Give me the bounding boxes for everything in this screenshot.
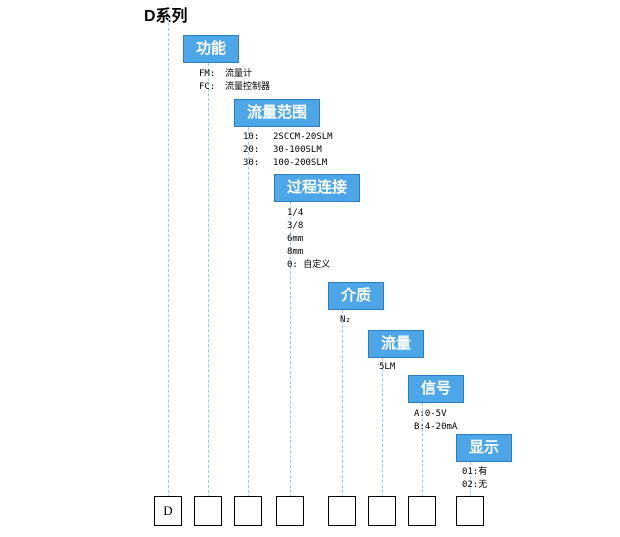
connector-line-2 [248, 127, 249, 498]
category-node-3[interactable]: 介质 [328, 282, 384, 310]
code-box-4[interactable] [328, 496, 356, 526]
option-row: N₂ [340, 314, 351, 327]
option-row: A:0-5V [414, 408, 457, 421]
code-box-2[interactable] [234, 496, 262, 526]
option-row: 0: 自定义 [287, 259, 330, 272]
option-list-6: 01:有 02:无 [462, 466, 487, 492]
connector-line-7 [470, 462, 471, 498]
option-code: 1/4 [287, 208, 304, 218]
option-desc: 2SCCM-20SLM [273, 132, 333, 142]
option-code: N₂ [340, 315, 351, 325]
option-code: A:0-5V [414, 409, 447, 419]
category-node-2[interactable]: 过程连接 [274, 174, 360, 202]
code-box-7[interactable] [456, 496, 484, 526]
option-row: 30: 100-200SLM [243, 157, 333, 170]
option-row: 02:无 [462, 479, 487, 492]
option-desc: 流量控制器 [225, 82, 271, 92]
option-code: 01:有 [462, 467, 488, 477]
category-node-0[interactable]: 功能 [183, 35, 239, 63]
page-title: D系列 [144, 8, 188, 25]
option-row: FC: 流量控制器 [199, 81, 270, 94]
option-list-2: 1/4 3/8 6mm 8mm 0: 自定义 [287, 207, 330, 272]
code-box-6[interactable] [408, 496, 436, 526]
option-row: 8mm [287, 246, 330, 259]
option-row: 6mm [287, 233, 330, 246]
option-code: FC: [199, 82, 216, 92]
option-list-3: N₂ [340, 314, 351, 327]
option-code: 30: [243, 158, 260, 168]
option-desc: 30-100SLM [273, 145, 322, 155]
option-code: 5LM [379, 362, 396, 372]
category-node-label: 流量范围 [246, 104, 307, 121]
category-node-label: 过程连接 [286, 179, 347, 196]
code-box-3[interactable] [276, 496, 304, 526]
category-node-label: 流量 [380, 335, 411, 352]
option-list-0: FM: 流量计 FC: 流量控制器 [199, 68, 270, 94]
option-row: B:4-20mA [414, 421, 457, 434]
option-code: 6mm [287, 234, 304, 244]
connector-line-6 [422, 403, 423, 498]
category-node-label: 显示 [468, 439, 499, 456]
category-node-label: 功能 [195, 40, 226, 57]
option-list-4: 5LM [379, 361, 395, 374]
connector-line-1 [208, 63, 209, 498]
category-node-1[interactable]: 流量范围 [234, 99, 320, 127]
option-code: FM: [199, 69, 216, 79]
option-row: 1/4 [287, 207, 330, 220]
option-code: 20: [243, 145, 260, 155]
option-row: 01:有 [462, 466, 487, 479]
category-node-5[interactable]: 信号 [408, 375, 464, 403]
category-node-label: 介质 [340, 287, 371, 304]
option-code: 3/8 [287, 221, 304, 231]
category-node-6[interactable]: 显示 [456, 434, 512, 462]
code-box-5[interactable] [368, 496, 396, 526]
option-row: 10: 2SCCM-20SLM [243, 131, 333, 144]
category-node-4[interactable]: 流量 [368, 330, 424, 358]
option-code: 02:无 [462, 480, 488, 490]
category-node-label: 信号 [420, 380, 451, 397]
option-code: 8mm [287, 247, 304, 257]
connector-line-4 [342, 310, 343, 498]
option-row: 20: 30-100SLM [243, 144, 333, 157]
option-list-1: 10: 2SCCM-20SLM 20: 30-100SLM 30: 100-200SLM [243, 131, 333, 170]
option-row: 5LM [379, 361, 395, 374]
connector-line-0 [168, 18, 169, 498]
code-box-1[interactable] [194, 496, 222, 526]
option-row: FM: 流量计 [199, 68, 270, 81]
option-code: 0: 自定义 [287, 260, 331, 270]
option-code: B:4-20mA [414, 422, 458, 432]
option-desc: 100-200SLM [273, 158, 328, 168]
code-box-0[interactable]: D [154, 496, 182, 526]
connector-line-3 [290, 202, 291, 498]
option-list-5: A:0-5V B:4-20mA [414, 408, 457, 434]
option-row: 3/8 [287, 220, 330, 233]
option-desc: 流量计 [225, 69, 253, 79]
option-code: 10: [243, 132, 260, 142]
connector-line-5 [382, 358, 383, 498]
